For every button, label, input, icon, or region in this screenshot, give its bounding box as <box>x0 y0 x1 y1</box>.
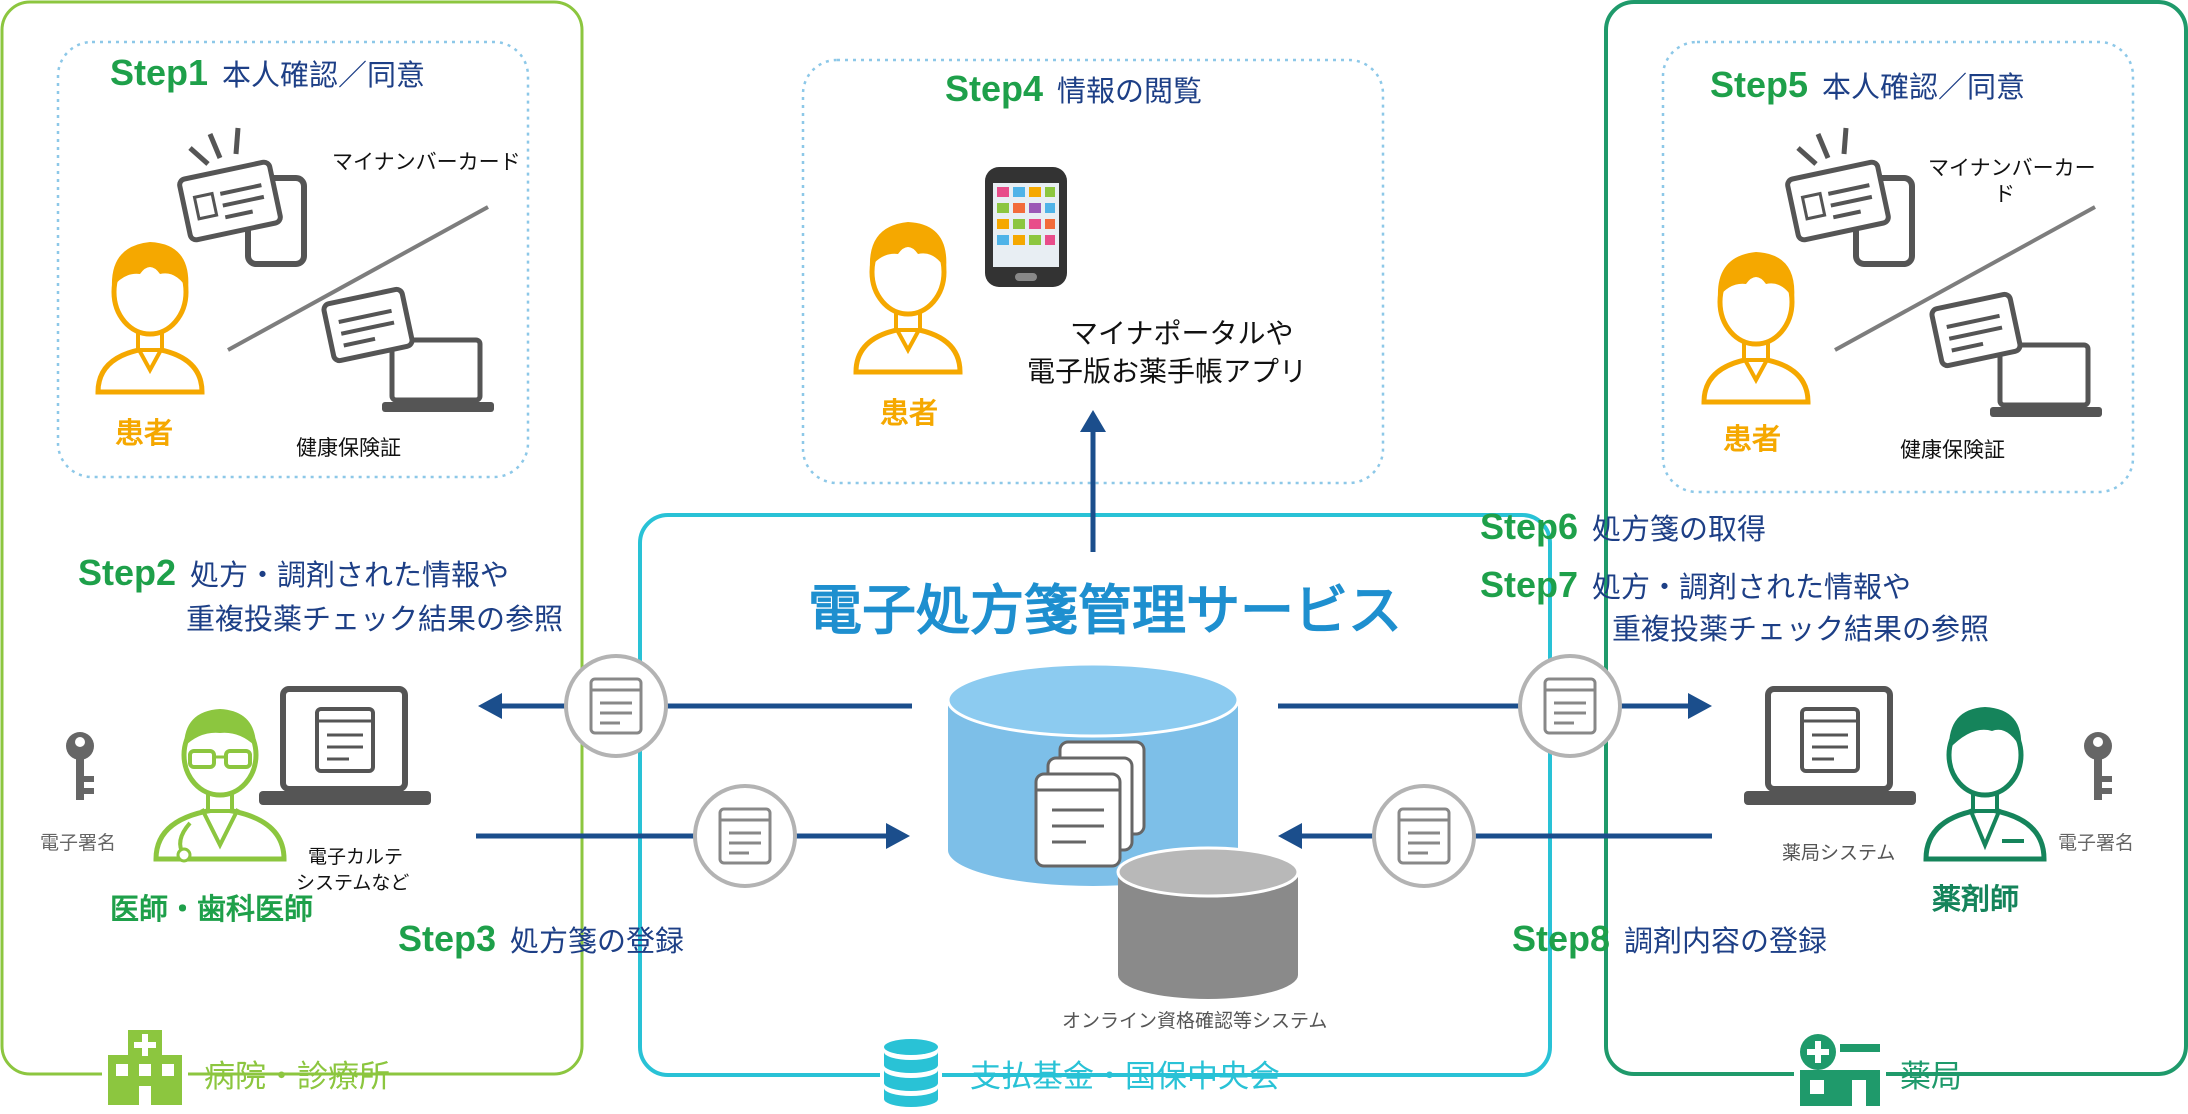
step1-dotted-box <box>56 40 530 479</box>
step1-number: Step1 <box>110 52 209 93</box>
app-label-line1: マイナポータルや <box>1070 317 1294 350</box>
step7-number: Step7 <box>1480 564 1579 605</box>
document-circle-icon <box>693 784 797 888</box>
step5-dotted-box <box>1661 40 2135 494</box>
document-circle-icon <box>1518 654 1622 758</box>
viewer-patient-label: 患者 <box>880 396 939 430</box>
insurance-laptop-icon <box>321 286 494 412</box>
ekarte-label-line1: 電子カルテ <box>308 846 404 868</box>
patient-icon <box>853 222 963 375</box>
arrow-from-pharmacy <box>1278 823 1712 849</box>
document-circle-icon <box>1372 784 1476 888</box>
divider-line <box>1834 205 2096 352</box>
patient-icon <box>95 242 205 395</box>
pharmacy-building-icon <box>1794 1030 1886 1110</box>
insurance-laptop-icon <box>1929 291 2102 417</box>
step4-number: Step4 <box>945 68 1044 109</box>
pharmacist-icon <box>1923 707 2047 862</box>
step6-heading: Step6 処方箋の取得 <box>1480 506 1766 548</box>
center-title: 電子処方箋管理サービス <box>808 579 1402 642</box>
smartphone-icon <box>985 167 1067 287</box>
pharmacy-patient-label: 患者 <box>1723 422 1782 456</box>
step6-text: 処方箋の取得 <box>1592 512 1767 546</box>
hospital-building-icon <box>102 1030 188 1110</box>
key-icon <box>2084 732 2112 800</box>
step2-line1: 処方・調剤された情報や <box>190 558 510 592</box>
hospital-org-label: 病院・診療所 <box>204 1059 390 1095</box>
step5-text: 本人確認／同意 <box>1822 70 2026 104</box>
pharmacy-e-signature-label: 電子署名 <box>2058 832 2135 854</box>
my-number-card-label: マイナンバーカード <box>332 150 521 174</box>
step1-text: 本人確認／同意 <box>222 58 426 92</box>
arrow-from-doctor <box>476 823 910 849</box>
step2-line2: 重複投薬チェック結果の参照 <box>186 602 564 636</box>
step5-number: Step5 <box>1710 64 1809 105</box>
pharmacy-system-laptop-icon <box>1744 686 1916 805</box>
pharmacy-frame <box>1604 0 2188 1076</box>
arrow-to-pharmacy <box>1278 693 1712 719</box>
key-icon <box>66 732 94 800</box>
patient-icon <box>1701 252 1811 405</box>
document-circle-icon <box>564 654 668 758</box>
app-label-line2: 電子版お薬手帳アプリ <box>1027 355 1308 388</box>
center-org-database-icon <box>880 1039 942 1107</box>
step8-heading: Step8 調剤内容の登録 <box>1512 918 1827 960</box>
pharmacy-card-label-line1: マイナンバーカー <box>1928 156 2096 180</box>
step7-heading: Step7 処方・調剤された情報や <box>1480 564 1911 606</box>
doctor-icon <box>153 709 287 863</box>
step1-heading: Step1 本人確認／同意 <box>110 52 425 94</box>
pharmacy-system-label: 薬局システム <box>1782 842 1896 864</box>
online-system-database-icon <box>1116 846 1300 999</box>
pharmacy-card-label-line2: ド <box>1994 182 2015 206</box>
ekarte-label-line2: システムなど <box>296 872 410 894</box>
pharmacist-label: 薬剤師 <box>1932 882 2020 916</box>
e-signature-label: 電子署名 <box>40 832 117 854</box>
divider-line <box>227 205 489 352</box>
center-org-label: 支払基金・国保中央会 <box>970 1059 1280 1095</box>
doctor-label: 医師・歯科医師 <box>110 892 314 926</box>
patient-label: 患者 <box>115 416 174 450</box>
ekarte-laptop-icon <box>259 686 431 805</box>
step3-heading: Step3 処方箋の登録 <box>398 918 684 960</box>
card-reader-icon <box>177 127 307 267</box>
online-system-label: オンライン資格確認等システム <box>1062 1010 1328 1032</box>
step7-line2: 重複投薬チェック結果の参照 <box>1612 612 1990 646</box>
arrow-to-doctor <box>478 693 912 719</box>
step8-number: Step8 <box>1512 918 1611 959</box>
hospital-frame <box>0 0 584 1076</box>
pharmacy-insurance-label: 健康保険証 <box>1900 438 2005 462</box>
step4-text: 情報の閲覧 <box>1057 74 1203 108</box>
step4-dotted-box <box>801 58 1385 485</box>
step2-heading: Step2 処方・調剤された情報や <box>78 552 509 594</box>
card-reader-icon <box>1785 127 1915 267</box>
step6-number: Step6 <box>1480 506 1579 547</box>
pharmacy-org-label: 薬局 <box>1900 1059 1962 1095</box>
prescription-database-icon <box>946 662 1240 886</box>
step2-number: Step2 <box>78 552 177 593</box>
step8-text: 調剤内容の登録 <box>1624 924 1828 958</box>
step3-text: 処方箋の登録 <box>510 924 685 958</box>
step4-heading: Step4 情報の閲覧 <box>945 68 1202 110</box>
step7-line1: 処方・調剤された情報や <box>1592 570 1912 604</box>
insurance-card-label: 健康保険証 <box>296 436 401 460</box>
step3-number: Step3 <box>398 918 497 959</box>
arrow-up-to-viewer <box>1080 410 1106 552</box>
step5-heading: Step5 本人確認／同意 <box>1710 64 2025 106</box>
